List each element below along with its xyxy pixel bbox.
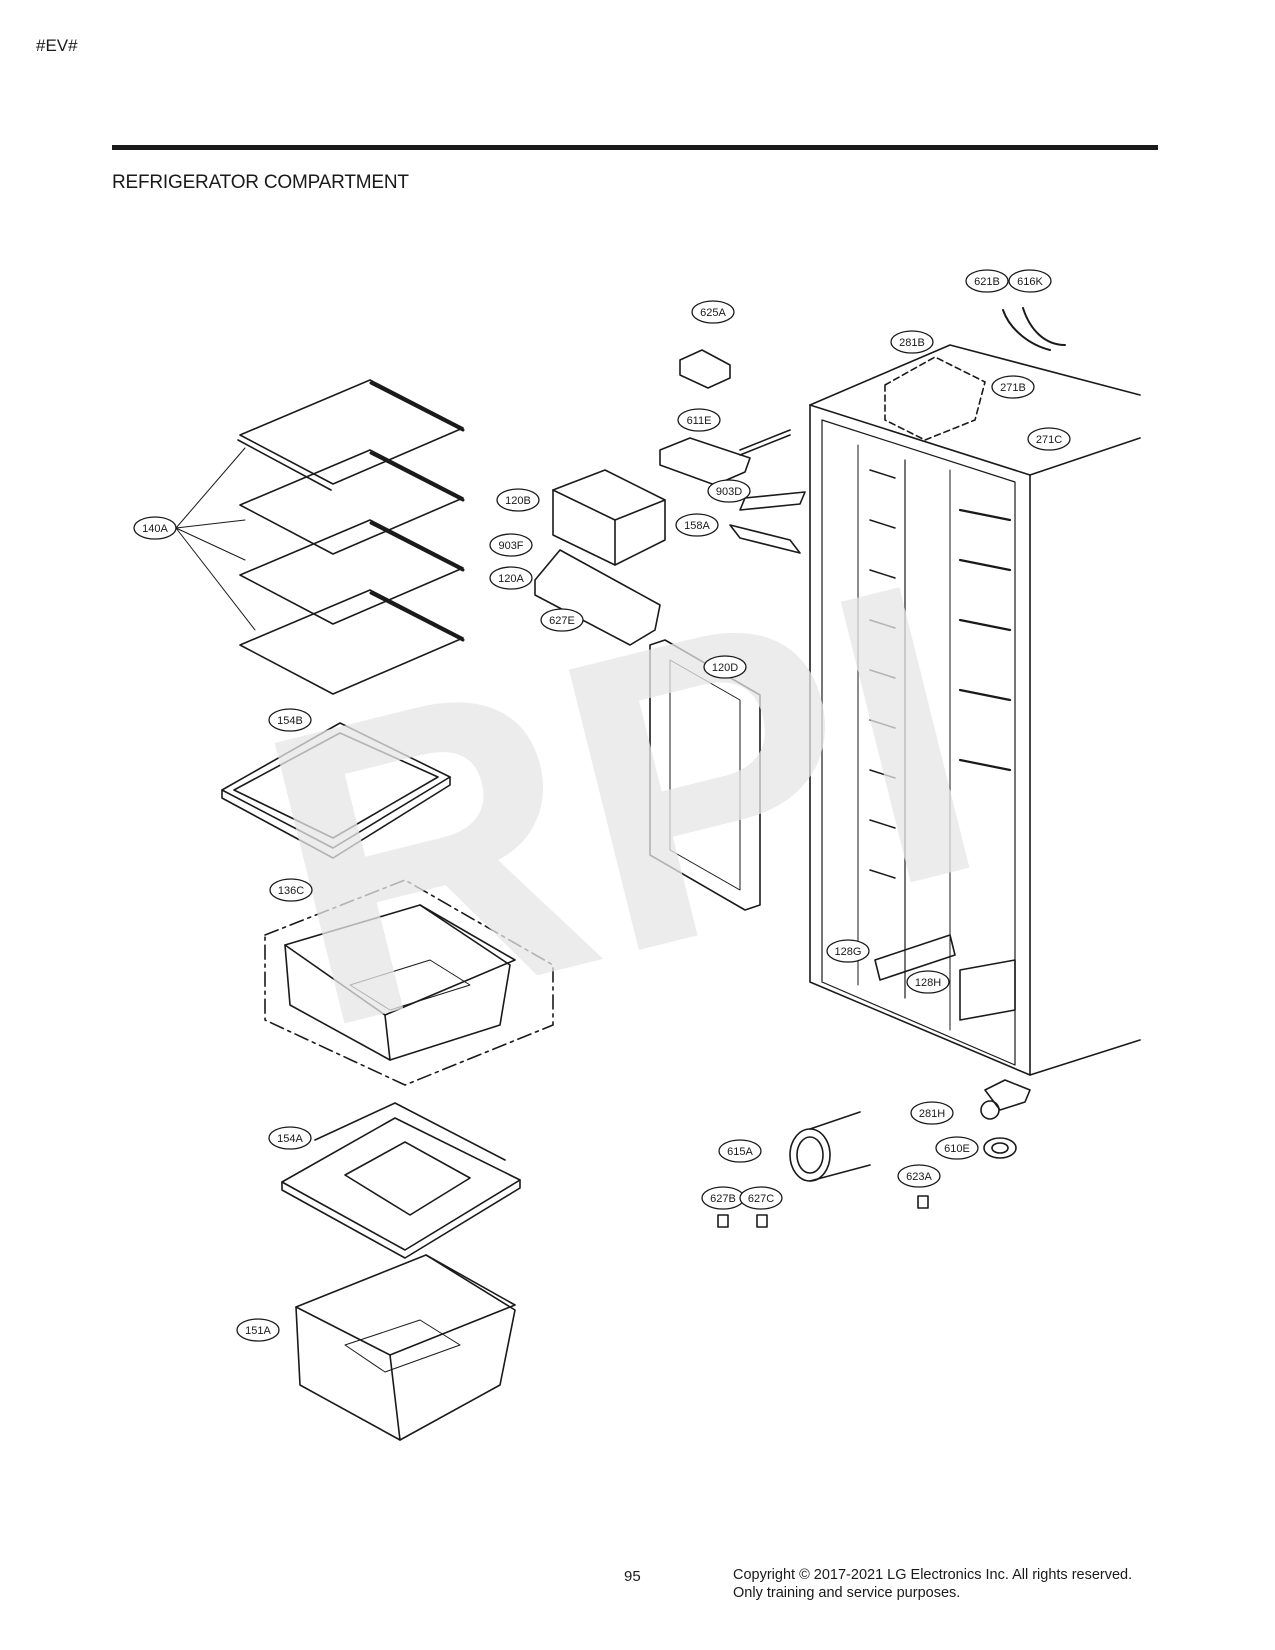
- callout-903d: 903D: [707, 479, 751, 503]
- callout-text: 158A: [684, 520, 710, 532]
- callout-labels: 140A 154B 136C 154A 151A 625A 611E 120B 903F 120A…: [133, 269, 1071, 1342]
- clip-parts: [717, 1195, 929, 1228]
- refrigerator-cabinet: [809, 344, 1141, 1120]
- callout-616k: 616K: [1008, 269, 1052, 293]
- callout-text: 627B: [710, 1193, 736, 1205]
- section-title: REFRIGERATOR COMPARTMENT: [112, 172, 409, 193]
- callout-text: 621B: [974, 276, 1000, 288]
- callout-128h: 128H: [906, 970, 950, 994]
- callout-120a: 120A: [489, 566, 533, 590]
- copyright-notice: Copyright © 2017-2021 LG Electronics Inc…: [733, 1567, 1133, 1601]
- callout-text: 615A: [727, 1146, 753, 1158]
- page-number: 95: [624, 1568, 641, 1585]
- callout-120d: 120D: [703, 655, 747, 679]
- fan-610E: [983, 1137, 1017, 1159]
- tube-coil: [789, 1111, 871, 1182]
- callout-271c: 271C: [1027, 427, 1071, 451]
- callout-615a: 615A: [718, 1139, 762, 1163]
- callout-627c: 627C: [739, 1186, 783, 1210]
- ice-bin-cover: [534, 549, 661, 646]
- glass-shelves: [237, 379, 465, 695]
- crisper-drawer-lower: [295, 1254, 516, 1441]
- lamp-611E: [659, 429, 791, 486]
- callout-text: 120B: [505, 495, 531, 507]
- callout-151a: 151A: [236, 1318, 280, 1342]
- callout-128g: 128G: [826, 939, 870, 963]
- callout-text: 627E: [549, 615, 575, 627]
- drawer-frame: [281, 1102, 521, 1259]
- callout-text: 623A: [906, 1171, 932, 1183]
- callout-158a: 158A: [675, 513, 719, 537]
- callout-text: 151A: [245, 1325, 271, 1337]
- shelf-frame: [221, 722, 451, 859]
- callout-text: 611E: [687, 415, 712, 427]
- callout-text: 136C: [278, 885, 304, 897]
- callout-140a: 140A: [133, 516, 177, 540]
- callout-625a: 625A: [691, 300, 735, 324]
- callout-623a: 623A: [897, 1164, 941, 1188]
- callout-903f: 903F: [489, 533, 533, 557]
- callout-text: 271B: [1000, 382, 1026, 394]
- watermark: RPI: [226, 493, 1019, 1117]
- callout-text: 903F: [498, 540, 523, 552]
- callout-text: 120D: [712, 662, 738, 674]
- callout-text: 140A: [142, 523, 168, 535]
- callout-text: 616K: [1017, 276, 1043, 288]
- callout-text: 281H: [919, 1108, 945, 1120]
- callout-text: 610E: [944, 1143, 970, 1155]
- callout-120b: 120B: [496, 488, 540, 512]
- sensor-625A: [679, 349, 731, 389]
- callout-610e: 610E: [935, 1136, 979, 1160]
- callout-136c: 136C: [269, 878, 313, 902]
- callout-627b: 627B: [701, 1186, 745, 1210]
- callout-text: 120A: [498, 573, 524, 585]
- callout-154a: 154A: [268, 1126, 312, 1150]
- callout-281b: 281B: [890, 330, 934, 354]
- callout-text: 128G: [835, 946, 862, 958]
- callout-271b: 271B: [991, 375, 1035, 399]
- callout-154b: 154B: [268, 708, 312, 732]
- header-rule: [112, 145, 1158, 150]
- callout-text: 625A: [700, 307, 726, 319]
- callout-text: 128H: [915, 977, 941, 989]
- label-903D: [739, 491, 806, 511]
- callout-text: 281B: [899, 337, 925, 349]
- header-code: #EV#: [36, 36, 78, 55]
- door-panel-120D: [649, 639, 761, 911]
- callout-text: 627C: [748, 1193, 774, 1205]
- callout-text: 154B: [277, 715, 303, 727]
- callout-611e: 611E: [677, 408, 721, 432]
- callout-text: 154A: [277, 1133, 303, 1145]
- callout-627e: 627E: [540, 608, 584, 632]
- callout-281h: 281H: [910, 1101, 954, 1125]
- crisper-drawer-upper: [264, 879, 554, 1086]
- callout-text: 271C: [1036, 434, 1062, 446]
- callout-text: 903D: [716, 486, 742, 498]
- water-tubes: [1002, 307, 1066, 351]
- ice-maker-assembly: [552, 469, 666, 566]
- callout-621b: 621B: [965, 269, 1009, 293]
- rail-158A: [729, 524, 801, 554]
